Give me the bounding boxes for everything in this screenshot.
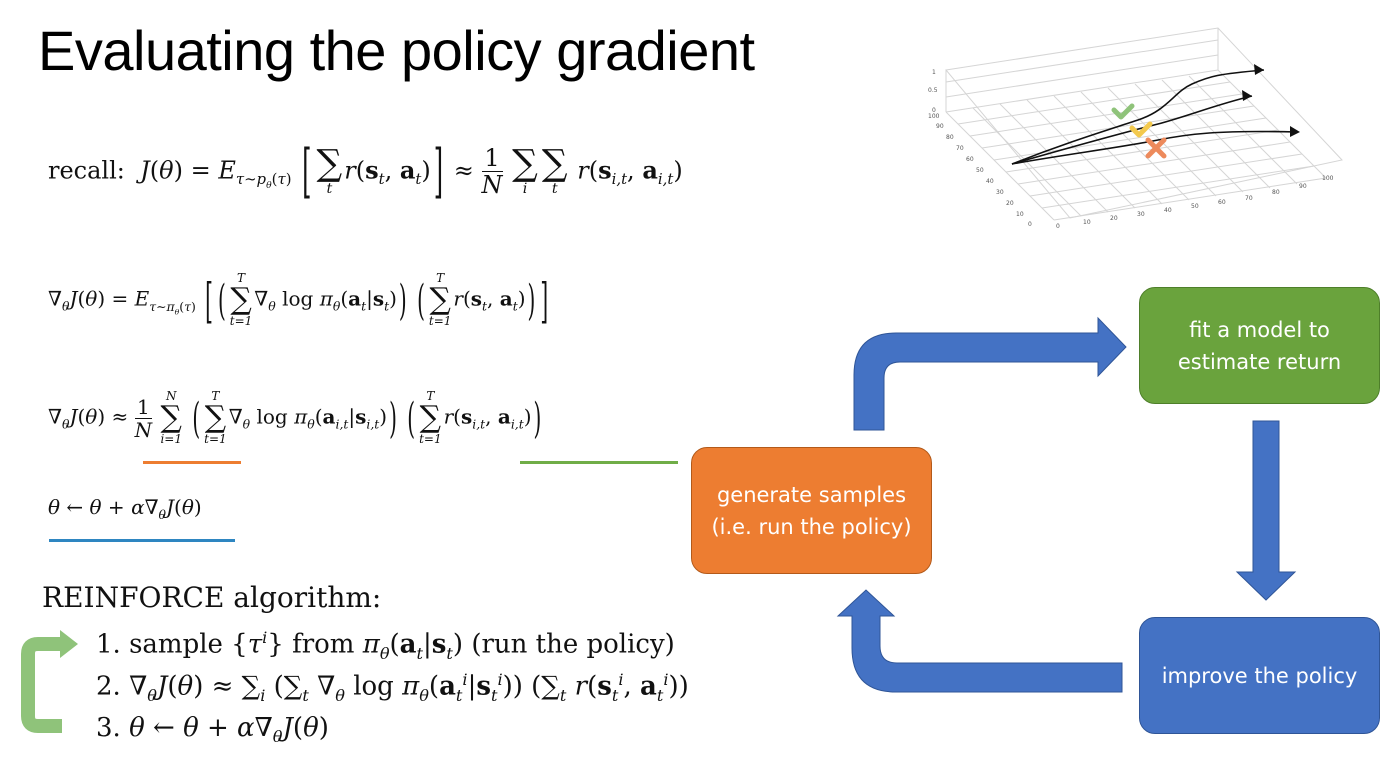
y-tick-80: 80 xyxy=(946,134,954,141)
y-tick-50: 50 xyxy=(976,167,984,174)
page-title: Evaluating the policy gradient xyxy=(38,19,755,82)
x-tick-90: 90 xyxy=(1299,183,1307,190)
ok-check-icon xyxy=(1129,121,1153,138)
x-tick-40: 40 xyxy=(1164,207,1172,214)
generate-samples-line-2: (i.e. run the policy) xyxy=(711,514,912,539)
z-tick-1: 1 xyxy=(932,69,936,76)
x-tick-60: 60 xyxy=(1218,199,1226,206)
trajectory-3d-plot: 1 0.5 0 100 90 80 70 60 50 40 30 20 10 0… xyxy=(928,27,1343,230)
arrow-improve-to-generate-icon xyxy=(836,589,1123,693)
y-tick-0: 0 xyxy=(1028,221,1032,228)
good-check-icon xyxy=(1111,103,1135,120)
improve-policy-label: improve the policy xyxy=(1161,663,1358,688)
x-tick-70: 70 xyxy=(1245,195,1253,202)
reinforce-step-1: 1. sample {τi} from πθ(at|st) (run the p… xyxy=(96,628,675,663)
trajectory-2 xyxy=(1011,95,1253,165)
x-tick-30: 30 xyxy=(1137,211,1145,218)
sample-average-underline xyxy=(143,461,241,464)
y-tick-30: 30 xyxy=(996,189,1004,196)
y-tick-70: 70 xyxy=(956,145,964,152)
update-underline xyxy=(49,539,235,542)
x-tick-20: 20 xyxy=(1110,215,1118,222)
generate-samples-box: generate samples (i.e. run the policy) xyxy=(691,447,932,574)
reward-sum-underline xyxy=(520,461,678,464)
policy-gradient-expectation-equation: ∇θJ(θ) = Eτ∼πθ(τ) [(T∑t=1∇θ log πθ(at|st… xyxy=(48,271,549,329)
y-tick-90: 90 xyxy=(936,123,944,130)
loop-back-arrow-icon xyxy=(21,630,78,733)
z-tick-0.5: 0.5 xyxy=(928,87,938,94)
y-tick-40: 40 xyxy=(986,178,994,185)
y-tick-100: 100 xyxy=(928,113,940,120)
trajectory-3 xyxy=(1011,130,1299,165)
generate-samples-line-1: generate samples xyxy=(716,482,907,507)
x-tick-0: 0 xyxy=(1056,223,1060,230)
fit-model-box: fit a model to estimate return xyxy=(1139,287,1380,404)
improve-policy-box: improve the policy xyxy=(1139,617,1380,734)
fit-model-line-1: fit a model to xyxy=(1189,317,1330,342)
y-tick-60: 60 xyxy=(966,156,974,163)
trajectory-1 xyxy=(1011,69,1265,165)
y-tick-10: 10 xyxy=(1016,211,1024,218)
arrow-generate-to-fit-icon xyxy=(853,316,1127,431)
x-tick-80: 80 xyxy=(1272,189,1280,196)
z-tick-0: 0 xyxy=(932,107,936,114)
x-tick-10: 10 xyxy=(1083,219,1091,226)
y-tick-20: 20 xyxy=(1006,200,1014,207)
x-tick-50: 50 xyxy=(1191,203,1199,210)
reinforce-step-3: 3. θ ← θ + α∇θJ(θ) xyxy=(96,713,329,747)
x-tick-100: 100 xyxy=(1322,175,1334,182)
parameter-update-equation: θ ← θ + α∇θJ(θ) xyxy=(48,495,202,522)
arrow-fit-to-improve-icon xyxy=(1235,420,1297,601)
reinforce-title: REINFORCE algorithm: xyxy=(42,581,382,614)
reinforce-step-2: 2. ∇θJ(θ) ≈ ∑i (∑t ∇θ log πθ(ati|sti)) (… xyxy=(96,670,689,705)
bad-cross-icon xyxy=(1145,137,1167,159)
fit-model-line-2: estimate return xyxy=(1177,349,1342,374)
